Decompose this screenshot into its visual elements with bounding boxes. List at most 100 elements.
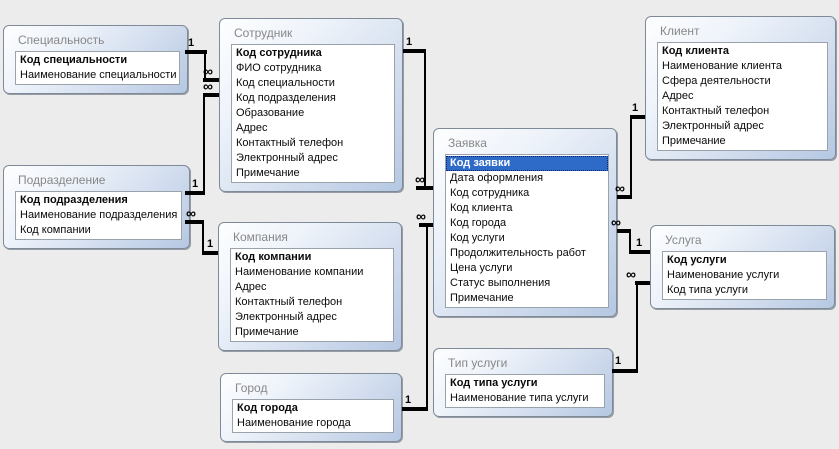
relationship-line-specialnost-sotrudnik[interactable] [203, 78, 219, 82]
field-row[interactable]: Электронный адрес [236, 152, 338, 164]
field-row[interactable]: Контактный телефон [236, 137, 344, 149]
field-row[interactable]: Код сотрудника [236, 47, 322, 59]
field-row[interactable]: Код подразделения [236, 92, 336, 104]
cardinality-one-label: 1 [406, 36, 413, 48]
relationship-line-podrazdelenie-sotrudnik[interactable] [185, 191, 205, 195]
relationship-line-zayavka-klient[interactable] [630, 115, 645, 119]
field-row[interactable]: Электронный адрес [662, 120, 764, 132]
field-row[interactable]: Код подразделения [20, 194, 128, 206]
field-row[interactable]: Код специальности [236, 77, 335, 89]
field-row[interactable]: Код клиента [662, 45, 729, 57]
field-row[interactable]: Адрес [236, 122, 268, 134]
field-row[interactable]: Контактный телефон [235, 296, 343, 308]
field-row[interactable]: Адрес [662, 90, 694, 102]
field-row[interactable]: Код специальности [20, 54, 128, 66]
relationship-line-podrazdelenie-kompaniya[interactable] [202, 251, 218, 255]
field-row[interactable]: Электронный адрес [235, 311, 337, 323]
relationship-line-sotrudnik-zayavka[interactable] [424, 51, 426, 188]
field-row[interactable]: Наименование специальности [20, 69, 177, 81]
table-title-klient[interactable]: Клиент [660, 24, 700, 38]
field-row[interactable]: Цена услуги [450, 262, 513, 274]
relationship-line-zayavka-usluga[interactable] [617, 229, 631, 233]
table-title-gorod[interactable]: Город [235, 381, 268, 395]
field-row[interactable]: Статус выполнения [450, 277, 551, 289]
relationship-line-zayavka-usluga[interactable] [629, 250, 650, 254]
relationship-line-sotrudnik-zayavka[interactable] [416, 186, 433, 190]
relationship-line-zayavka-klient[interactable] [630, 117, 632, 197]
field-row[interactable]: Код компании [20, 224, 91, 236]
field-row[interactable]: Адрес [235, 281, 267, 293]
relationship-line-specialnost-sotrudnik[interactable] [204, 52, 206, 82]
field-row[interactable]: Код города [237, 402, 298, 414]
field-row[interactable]: Наименование компании [235, 266, 364, 278]
relationship-line-gorod-zayavka[interactable] [402, 407, 428, 411]
field-row[interactable]: Код услуги [667, 254, 727, 266]
field-row[interactable]: Примечание [662, 135, 726, 147]
field-row[interactable]: Код сотрудника [450, 187, 530, 199]
cardinality-one-label: 1 [636, 237, 643, 249]
relationship-line-gorod-zayavka[interactable] [426, 225, 428, 409]
field-row[interactable]: Примечание [235, 326, 299, 338]
cardinality-many-label: ∞ [416, 208, 426, 224]
relationship-line-zayavka-klient[interactable] [617, 195, 632, 199]
relationship-line-tip-uslugi-usluga[interactable] [635, 281, 650, 285]
relationship-line-podrazdelenie-sotrudnik[interactable] [203, 93, 219, 97]
field-row[interactable]: Код города [450, 217, 507, 229]
cardinality-many-label: ∞ [186, 205, 196, 221]
field-row[interactable]: Наименование города [237, 417, 351, 429]
relationship-line-podrazdelenie-sotrudnik[interactable] [203, 95, 205, 195]
field-row[interactable]: Код типа услуги [450, 377, 538, 389]
table-title-tip-uslugi[interactable]: Тип услуги [448, 356, 508, 370]
field-row-selected[interactable]: Код заявки [446, 156, 608, 171]
cardinality-many-label: ∞ [615, 180, 625, 196]
relationship-line-tip-uslugi-usluga[interactable] [612, 369, 638, 373]
cardinality-one-label: 1 [192, 178, 199, 190]
relationship-line-podrazdelenie-kompaniya[interactable] [185, 220, 204, 224]
cardinality-many-label: ∞ [611, 214, 621, 230]
field-row[interactable]: Код услуги [450, 232, 505, 244]
field-row[interactable]: Наименование типа услуги [450, 392, 589, 404]
table-title-podrazdelenie[interactable]: Подразделение [18, 173, 106, 187]
relationship-line-tip-uslugi-usluga[interactable] [636, 285, 638, 371]
field-row[interactable]: Сфера деятельности [662, 75, 771, 87]
field-row[interactable]: Продолжительность работ [450, 247, 586, 259]
table-title-usluga[interactable]: Услуга [665, 233, 702, 247]
field-row[interactable]: Код компании [235, 251, 312, 263]
field-row[interactable]: Примечание [236, 167, 300, 179]
table-title-kompaniya[interactable]: Компания [233, 230, 288, 244]
field-row[interactable]: Примечание [450, 292, 514, 304]
field-row[interactable]: ФИО сотрудника [236, 62, 322, 74]
cardinality-one-label: 1 [207, 238, 214, 250]
relationship-line-gorod-zayavka[interactable] [419, 223, 433, 227]
field-row[interactable]: Наименование подразделения [20, 209, 178, 221]
field-row[interactable]: Наименование клиента [662, 60, 783, 72]
table-title-zayavka[interactable]: Заявка [448, 136, 487, 150]
relationship-line-zayavka-usluga[interactable] [629, 231, 631, 252]
field-row[interactable]: Код типа услуги [667, 284, 749, 296]
field-row[interactable]: Код клиента [450, 202, 513, 214]
field-row[interactable]: Наименование услуги [667, 269, 780, 281]
field-row[interactable]: Контактный телефон [662, 105, 770, 117]
relationship-line-sotrudnik-zayavka[interactable] [403, 49, 426, 53]
field-row[interactable]: Образование [236, 107, 305, 119]
field-row[interactable]: Дата оформления [450, 172, 544, 184]
relationship-line-specialnost-sotrudnik[interactable] [185, 50, 207, 54]
table-title-specialnost[interactable]: Специальность [18, 33, 105, 47]
relationship-line-podrazdelenie-kompaniya[interactable] [202, 222, 204, 253]
table-title-sotrudnik[interactable]: Сотрудник [234, 26, 293, 40]
